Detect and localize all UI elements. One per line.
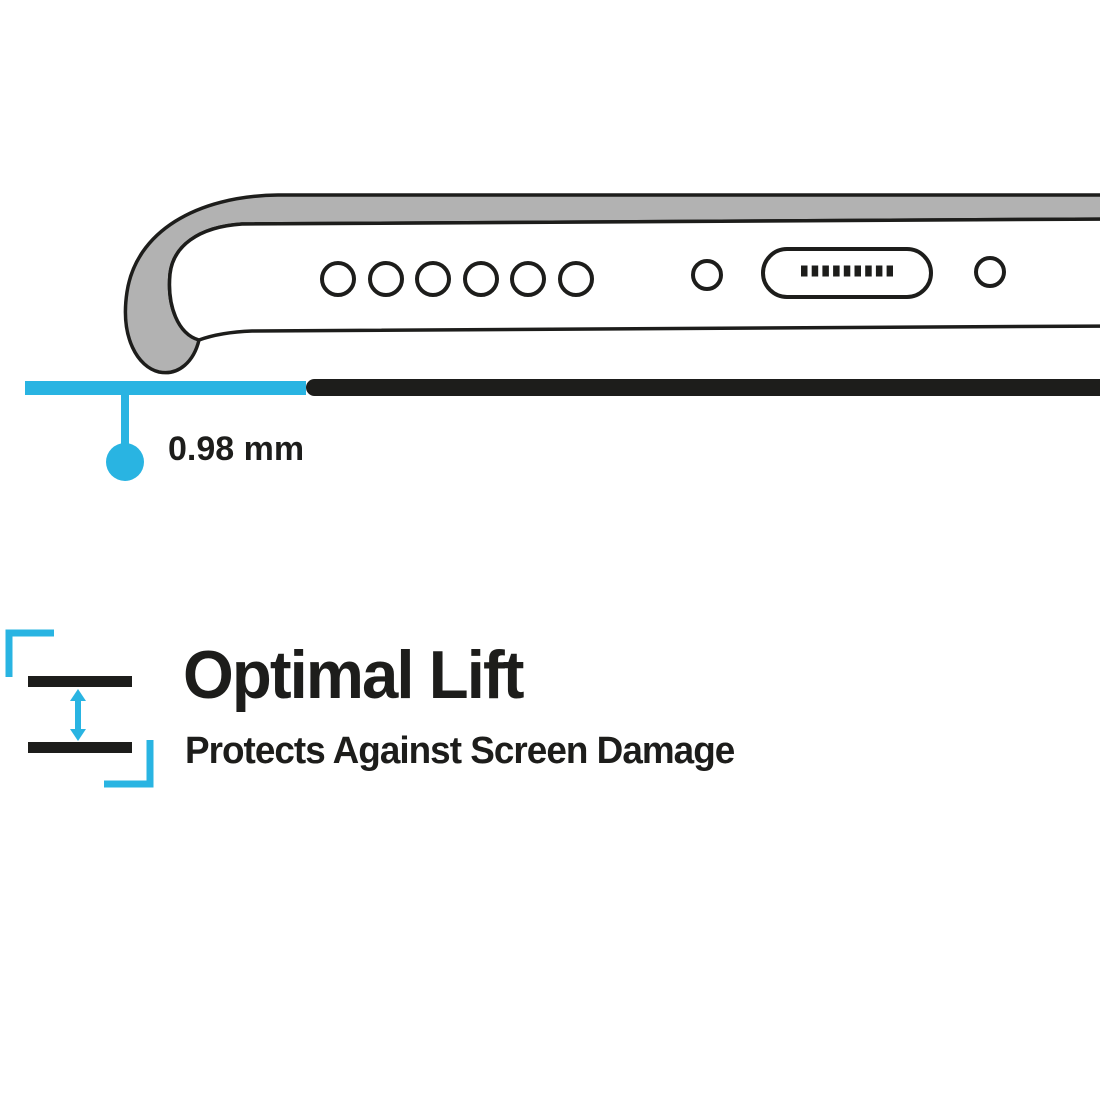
arrow-head-down: [70, 729, 86, 741]
measurement-label: 0.98 mm: [168, 430, 305, 468]
mic-hole-left: [691, 259, 723, 291]
gap-line-bottom: [28, 742, 132, 753]
speaker-holes-icon: [320, 261, 594, 297]
feature-title: Optimal Lift: [183, 637, 525, 713]
lift-icon: [5, 629, 154, 788]
speaker-hole: [320, 261, 356, 297]
arrow-head-up: [70, 689, 86, 701]
arrow-up-down-icon: [70, 689, 86, 741]
measure-dot-icon: [106, 443, 144, 481]
mic-hole-right: [974, 256, 1006, 288]
speaker-hole: [368, 261, 404, 297]
charging-port-icon: [761, 247, 933, 299]
speaker-hole: [510, 261, 546, 297]
bracket-top-left-icon: [5, 629, 54, 677]
speaker-hole: [463, 261, 499, 297]
lift-gap-bar: [25, 381, 306, 395]
feature-subtitle: Protects Against Screen Damage: [185, 730, 735, 772]
phone-case-illustration: [25, 193, 1100, 481]
speaker-hole: [558, 261, 594, 297]
surface-bar: [306, 379, 1100, 396]
phone-body: [167, 217, 1100, 342]
gap-line-top: [28, 676, 132, 687]
measure-stem: [121, 393, 129, 449]
bracket-bottom-right-icon: [104, 740, 154, 788]
speaker-hole: [415, 261, 451, 297]
